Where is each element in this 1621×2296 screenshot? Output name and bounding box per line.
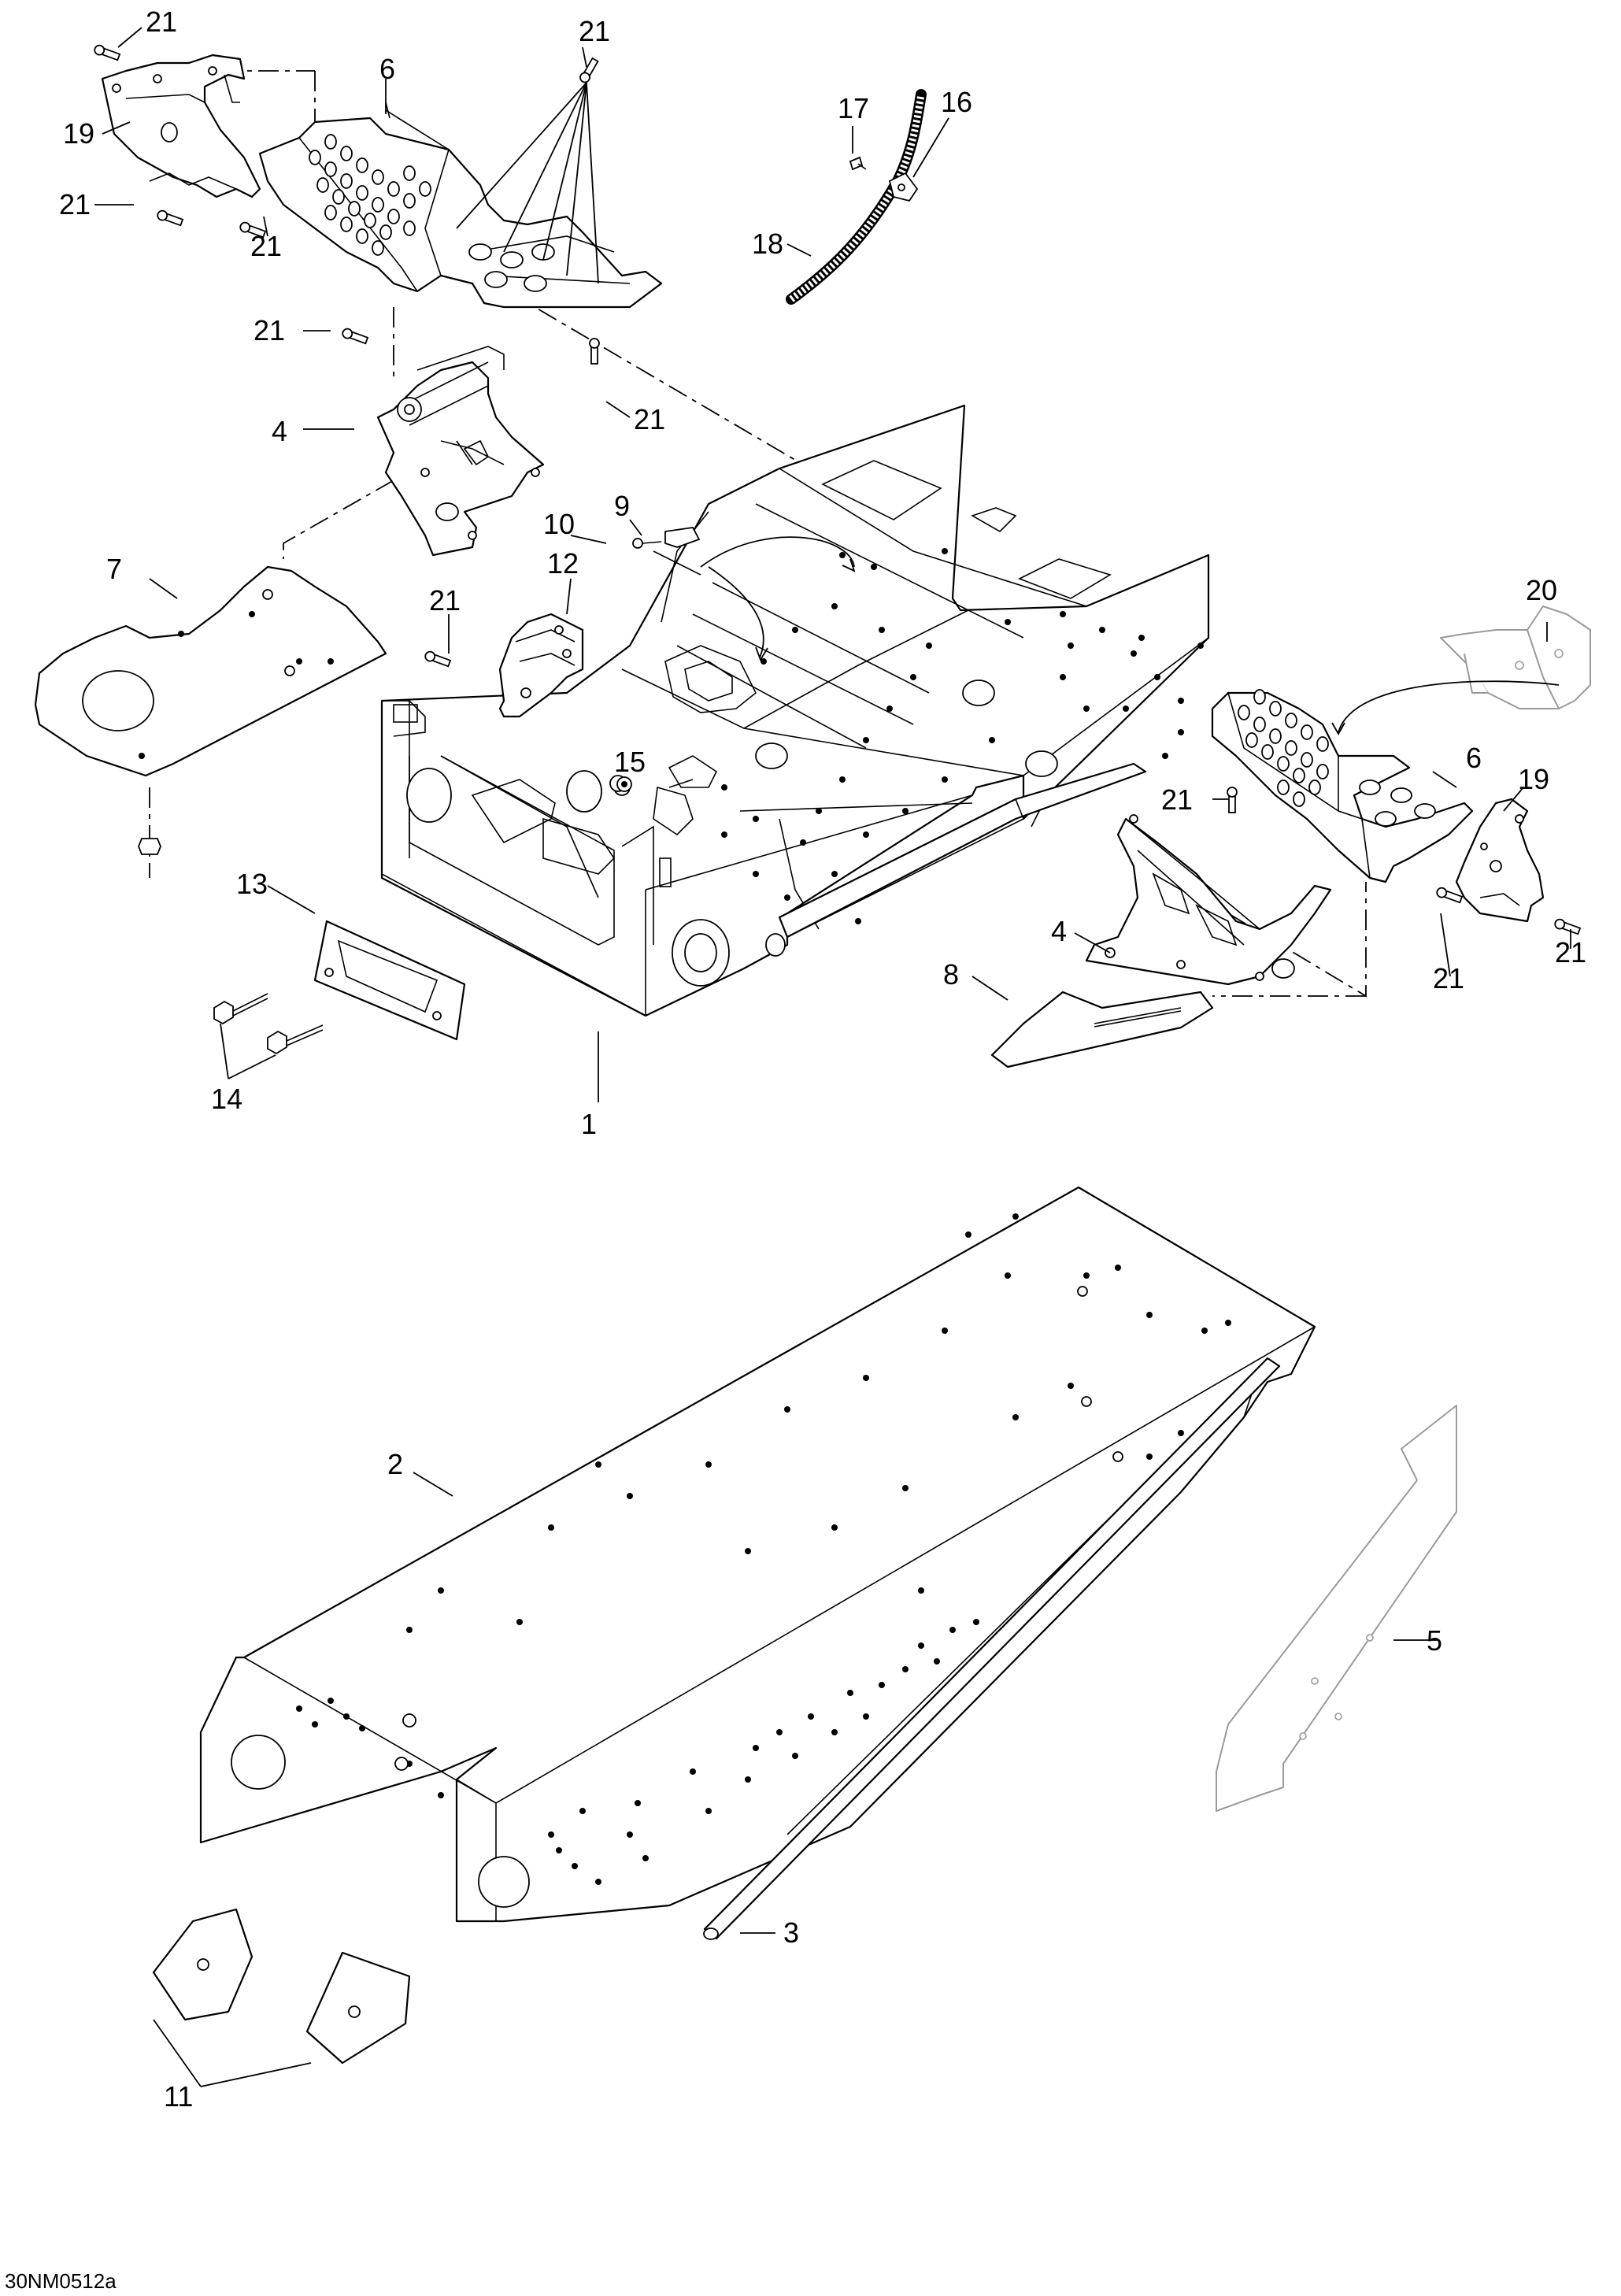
part-12-bracket (498, 613, 584, 718)
part-1-frame (380, 404, 1210, 1017)
leader-lines (94, 27, 1571, 2087)
part-16-clip (888, 172, 919, 202)
callout-16: 16 (941, 86, 972, 118)
callout-21: 21 (59, 188, 91, 220)
part-9-clip (664, 527, 701, 548)
part-19-bracket-upper (101, 54, 261, 198)
callout-14: 14 (211, 1083, 242, 1115)
part-21-rivets (94, 44, 1582, 935)
part-7-plate (34, 565, 387, 855)
callout-3: 3 (783, 1916, 799, 1949)
part-4-bracket-lower (1085, 814, 1332, 986)
part-20-bracket (1440, 605, 1591, 709)
part-3-rod (703, 1357, 1281, 1940)
part-14-bolts (213, 993, 324, 1055)
part-8-runner (990, 991, 1214, 1068)
part-4-bracket-upper (376, 346, 545, 557)
callout-6: 6 (379, 53, 395, 85)
callout-21: 21 (254, 314, 285, 346)
callout-4: 4 (272, 415, 287, 447)
part-6-footrest-lower (1211, 689, 1474, 883)
callout-19: 19 (1518, 763, 1549, 795)
callout-11: 11 (164, 2080, 193, 2113)
part-6-footrest-upper (258, 102, 663, 309)
callout-19: 19 (63, 117, 94, 150)
callout-9: 9 (614, 490, 630, 522)
part-2-tunnel (199, 1186, 1316, 1923)
callout-5: 5 (1427, 1624, 1442, 1657)
callout-labels: 21 21 6 19 21 21 21 21 4 17 16 18 9 10 1… (59, 6, 1586, 2113)
callout-1: 1 (581, 1108, 597, 1140)
part-11-plates (152, 1908, 411, 2065)
part-5-panel (1216, 1405, 1457, 1812)
convergence-lines (456, 82, 599, 284)
part-18-hose (786, 89, 927, 305)
callout-21: 21 (579, 15, 610, 47)
callout-6: 6 (1466, 742, 1482, 774)
callout-20: 20 (1526, 574, 1557, 606)
callout-21: 21 (250, 230, 282, 262)
part-10-rivet (632, 538, 662, 549)
assembly-arrows (700, 536, 1560, 735)
callout-8: 8 (943, 958, 959, 991)
callout-4: 4 (1051, 915, 1067, 947)
part-17-fastener (849, 156, 867, 171)
callout-10: 10 (543, 508, 575, 540)
part-13-plate (313, 920, 466, 1041)
figure-code: 30NM0512a (5, 2269, 117, 2293)
part-15-fitting (616, 776, 632, 792)
callout-7: 7 (106, 553, 122, 585)
callout-21: 21 (429, 584, 461, 617)
callout-13: 13 (236, 868, 268, 900)
callout-17: 17 (838, 92, 869, 124)
callout-2: 2 (387, 1448, 403, 1480)
callout-21: 21 (1433, 962, 1464, 994)
callout-21: 21 (1161, 783, 1193, 816)
part-19-bracket-lower (1455, 798, 1545, 923)
callout-18: 18 (752, 228, 783, 260)
callout-21: 21 (146, 6, 177, 38)
callout-15: 15 (614, 746, 646, 778)
callout-12: 12 (547, 547, 579, 580)
callout-21: 21 (634, 403, 665, 435)
callout-21: 21 (1555, 936, 1586, 968)
